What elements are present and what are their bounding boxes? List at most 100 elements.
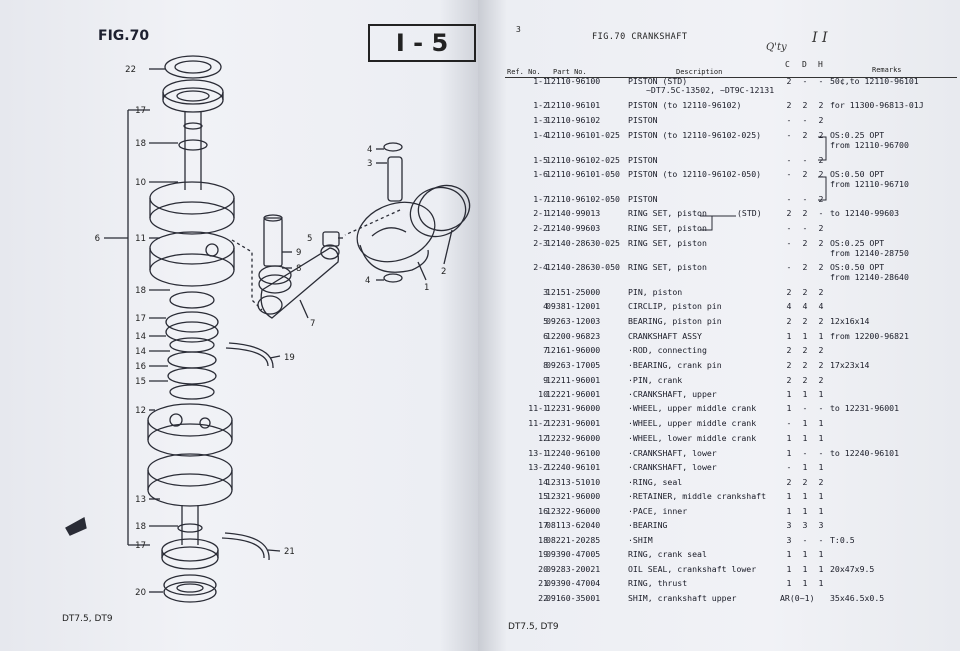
description: PISTON (STD) [628,76,688,86]
qty-d: - [802,535,808,545]
qty-d: - [802,155,808,165]
callout-17: 17 [135,106,146,116]
qty-d: 1 [802,549,808,559]
qty-c: 1 [786,403,792,413]
description: ·PIN, crank [628,375,683,385]
callout-15: 15 [135,377,146,387]
qty-d: 2 [802,238,808,248]
part-no: 12232-96000 [546,433,601,443]
description: RING SET, piston [628,208,707,218]
ref-no: 14 [538,477,548,487]
qty-d: 1 [802,418,808,428]
qty-d: - [802,403,808,413]
description: ·WHEEL, upper middle crank [628,403,757,413]
header-c: C [785,60,790,69]
remarks: 12x16x14 [830,316,870,326]
callout-8: 8 [296,264,301,274]
right-footer: DT7.5, DT9 [508,622,559,632]
qty-h: 2 [818,375,824,385]
qty-c: 2 [786,316,792,326]
ref-no: 18 [538,535,548,545]
qty-d: 2 [802,360,808,370]
ref-no: 13-1 [528,448,548,458]
qty-h: 1 [818,506,824,516]
qty-c: - [786,462,792,472]
qty-c: 1 [786,389,792,399]
description: ·ROD, connecting [628,345,707,355]
part-no: 12110-96102 [546,115,601,125]
description: RING, crank seal [628,549,707,559]
description: PISTON (to 12110-96102-025) [628,130,762,140]
qty-d: 2 [802,130,808,140]
qty-h: - [818,448,824,458]
qty-h: 2 [818,115,824,125]
ref-no: 6 [543,331,548,341]
qty-c: 2 [786,208,792,218]
part-no: 12151-25000 [546,287,601,297]
qty-d: 1 [802,389,808,399]
fig-label: FIG.70 [98,28,150,44]
part-no: 12231-96001 [546,418,601,428]
qty-d: - [802,448,808,458]
qty-h: 1 [818,389,824,399]
remarks: T:0.5 [830,535,855,545]
qty-d: 1 [802,462,808,472]
remarks-line2: from 12140-28750 [830,248,909,258]
qty-d: 2 [802,345,808,355]
callout-11: 11 [135,234,146,244]
callout-18c: 18 [135,522,146,532]
callout-19: 19 [284,353,295,363]
description: ·WHEEL, lower middle crank [628,433,757,443]
remarks-line2: from 12140-28640 [830,272,909,282]
part-no: 08221-20285 [546,535,601,545]
qty-d: 4 [802,301,808,311]
part-no: 12110-96101 [546,100,601,110]
part-no: 12140-99603 [546,223,601,233]
part-no: 12140-28630-050 [546,262,620,272]
ref-no: 19 [538,549,548,559]
description: PISTON [628,115,658,125]
description: ·BEARING, crank pin [628,360,722,370]
description: ·SHIM [628,535,653,545]
qty-d: 2 [802,100,808,110]
callout-12: 12 [135,406,146,416]
qty-d: 2 [802,208,808,218]
description: PISTON (to 12110-96102-050) [628,169,762,179]
qty-h: - [818,208,824,218]
callout-1: 1 [424,283,429,293]
qty-h: 2 [818,130,824,140]
header-part: Part No. [553,68,587,76]
part-no: 09263-17005 [546,360,601,370]
part-no: 12161-96000 [546,345,601,355]
part-no: 12322-96000 [546,506,601,516]
header-ref: Ref. No. [507,68,541,76]
ref-no: 11-2 [528,418,548,428]
remarks: for 11300-96813-01J [830,100,924,110]
qty-h: 1 [818,462,824,472]
part-no: 12321-96000 [546,491,601,501]
part-no: 09160-35001 [546,593,601,603]
qty-d: 2 [802,477,808,487]
description: SHIM, crankshaft upper [628,593,737,603]
qty-h: 2 [818,316,824,326]
part-no: 12110-96100 [546,76,601,86]
part-no: 12140-28630-025 [546,238,620,248]
description: ·BEARING [628,520,668,530]
ref-no: 4 [543,301,548,311]
callout-9: 9 [296,248,301,258]
header-d: D [802,60,807,69]
qty-c: 2 [786,76,792,86]
description: ·CRANKSHAFT, upper [628,389,717,399]
qty-d: 2 [802,262,808,272]
